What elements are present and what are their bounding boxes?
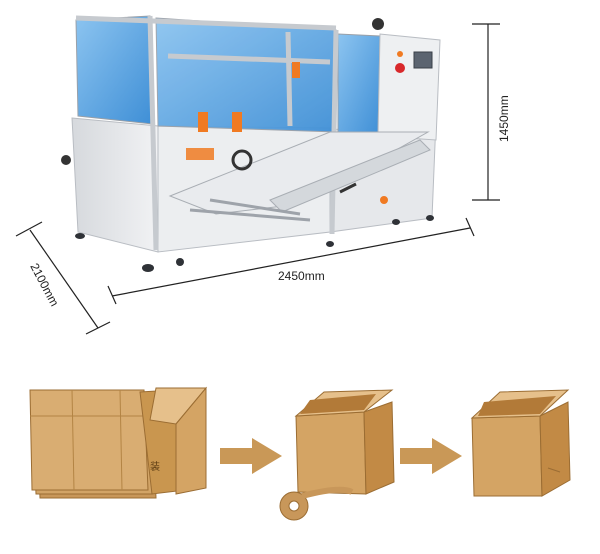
touch-screen (413, 51, 433, 69)
emergency-stop-button (395, 63, 405, 73)
case-erector-machine (61, 15, 441, 272)
flat-carton-stack: 装 (29, 386, 208, 499)
length-label: 2450mm (278, 269, 325, 283)
side-handwheel (61, 155, 71, 165)
glass-guard-left (75, 15, 153, 125)
indicator-light (397, 51, 403, 57)
formed-box (470, 389, 571, 497)
process-arrow-2 (400, 438, 462, 474)
dimension-height (472, 23, 500, 201)
incline-conveyor-lower (269, 139, 431, 213)
forming-box (279, 389, 395, 521)
machine-base-left (71, 117, 159, 253)
process-arrow-1 (220, 438, 282, 474)
height-label: 1450mm (497, 95, 511, 142)
glass-guard-front (155, 17, 337, 133)
dimension-width (15, 221, 111, 335)
valve (380, 196, 388, 204)
top-handwheel (372, 18, 384, 30)
control-panel-tower (377, 33, 441, 141)
glass-guard-right (337, 33, 381, 135)
lower-scissor-frame (189, 198, 311, 222)
machine-feet (75, 215, 434, 272)
dimension-length (107, 217, 475, 305)
right-lever (339, 182, 357, 194)
folding-mechanism (186, 62, 300, 171)
box-mark-text: 装 (150, 460, 160, 473)
